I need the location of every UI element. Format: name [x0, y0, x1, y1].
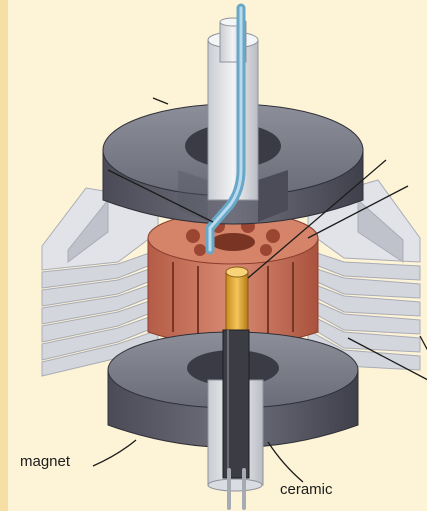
top-ceramic-terminal — [208, 18, 258, 200]
leader-line-magnet — [93, 440, 136, 466]
cathode-support-rod — [223, 330, 249, 478]
leader-line-top-magnet — [153, 98, 168, 104]
magnet-label: magnet — [20, 453, 70, 470]
magnetron-cutaway-illustration — [8, 0, 427, 511]
ceramic-label: ceramic — [280, 481, 333, 498]
leader-line-fins-2 — [420, 336, 427, 362]
leader-line-ceramic — [268, 442, 303, 482]
